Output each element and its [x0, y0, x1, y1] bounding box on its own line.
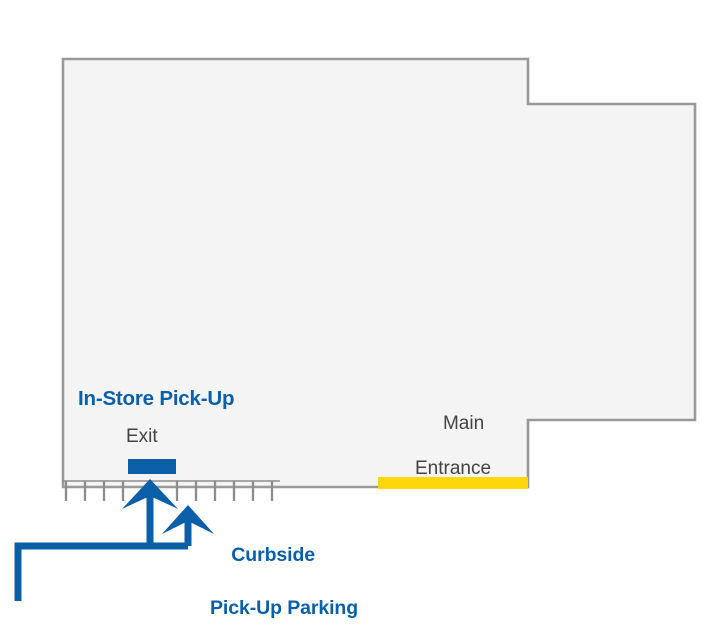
main-entrance-label-line2: Entrance	[414, 458, 492, 480]
curbside-label-line1: Curbside	[231, 544, 315, 566]
exit-door-marker	[128, 459, 176, 474]
route-street-path	[14, 542, 188, 601]
main-entrance-marker	[378, 477, 528, 489]
route-arrow-short-head-icon	[162, 505, 214, 534]
main-entrance-label-line1: Main	[442, 413, 485, 435]
parking-stall-lines	[64, 481, 274, 501]
store-building-outline	[61, 57, 697, 489]
main-entrance-label: Main Entrance	[378, 391, 528, 525]
curbside-route-arrows	[14, 486, 192, 601]
curbside-label-line2: Pick-Up Parking	[210, 597, 359, 619]
route-arrow-tall-head-icon	[122, 479, 178, 509]
in-store-pickup-label: In-Store Pick-Up	[78, 387, 235, 410]
curbside-pickup-parking-label: Curbside Pick-Up Parking	[210, 521, 358, 627]
exit-label: Exit	[126, 426, 158, 447]
